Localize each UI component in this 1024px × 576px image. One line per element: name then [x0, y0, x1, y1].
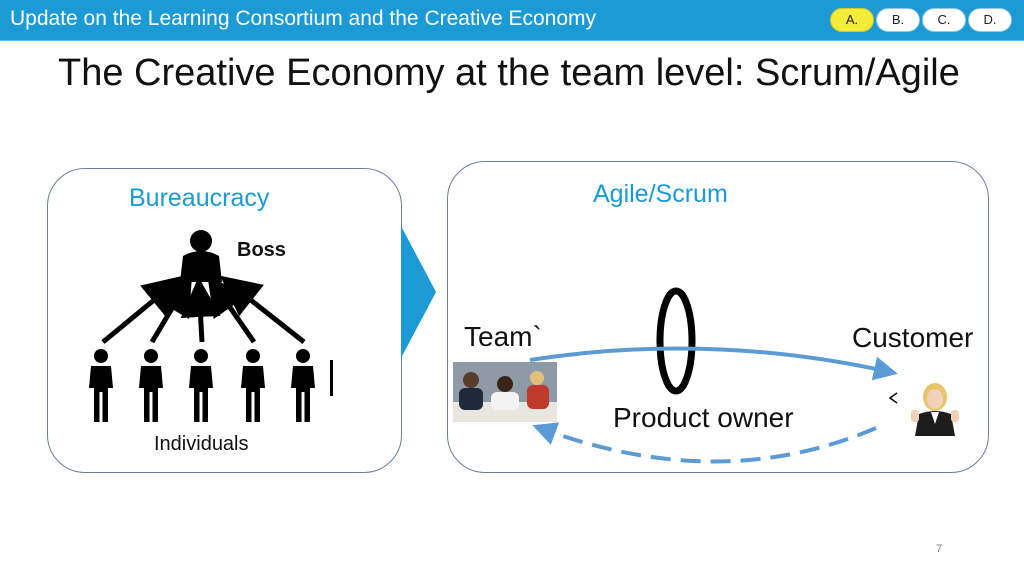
arrow-individual-2 — [149, 274, 193, 344]
report-arrows — [101, 274, 306, 344]
customer-photo — [905, 380, 965, 436]
product-owner-label: Product owner — [613, 402, 794, 433]
bureaucracy-panel — [47, 168, 402, 473]
individual-icon — [139, 349, 163, 422]
presentation-title: Update on the Learning Consortium and th… — [10, 7, 597, 30]
individuals-group — [89, 349, 315, 422]
tab-d[interactable]: D. — [968, 8, 1012, 32]
tab-b[interactable]: B. — [876, 8, 920, 32]
tab-a[interactable]: A. — [830, 8, 874, 32]
individual-icon — [89, 349, 113, 422]
individual-icon — [291, 349, 315, 422]
arrow-individual-5 — [220, 275, 306, 344]
individuals-label: Individuals — [154, 433, 249, 455]
slide-title: The Creative Economy at the team level: … — [58, 52, 960, 94]
bureaucracy-heading: Bureaucracy — [129, 184, 270, 212]
header-bar: Update on the Learning Consortium and th… — [0, 0, 1024, 41]
boss-label: Boss — [237, 239, 286, 261]
product-owner-ring-icon — [656, 287, 696, 395]
arrow-individual-3 — [180, 277, 221, 343]
section-tabs: A. B. C. D. — [830, 8, 1014, 32]
arrow-individual-4 — [207, 274, 257, 344]
boss-icon — [180, 230, 222, 294]
delivery-arrow — [529, 346, 898, 381]
agile-heading: Agile/Scrum — [593, 180, 728, 208]
divider-mark — [330, 360, 333, 396]
feedback-arrow — [532, 422, 877, 464]
page-number: 7 — [936, 543, 943, 555]
arrow-individual-1 — [101, 275, 184, 344]
small-mark — [888, 392, 898, 404]
team-photo — [453, 362, 557, 422]
team-label: Team` — [464, 321, 542, 352]
individual-icon — [241, 349, 265, 422]
customer-label: Customer — [852, 322, 974, 353]
chevron-arrow-icon — [401, 226, 436, 358]
individual-icon — [189, 349, 213, 422]
tab-c[interactable]: C. — [922, 8, 966, 32]
